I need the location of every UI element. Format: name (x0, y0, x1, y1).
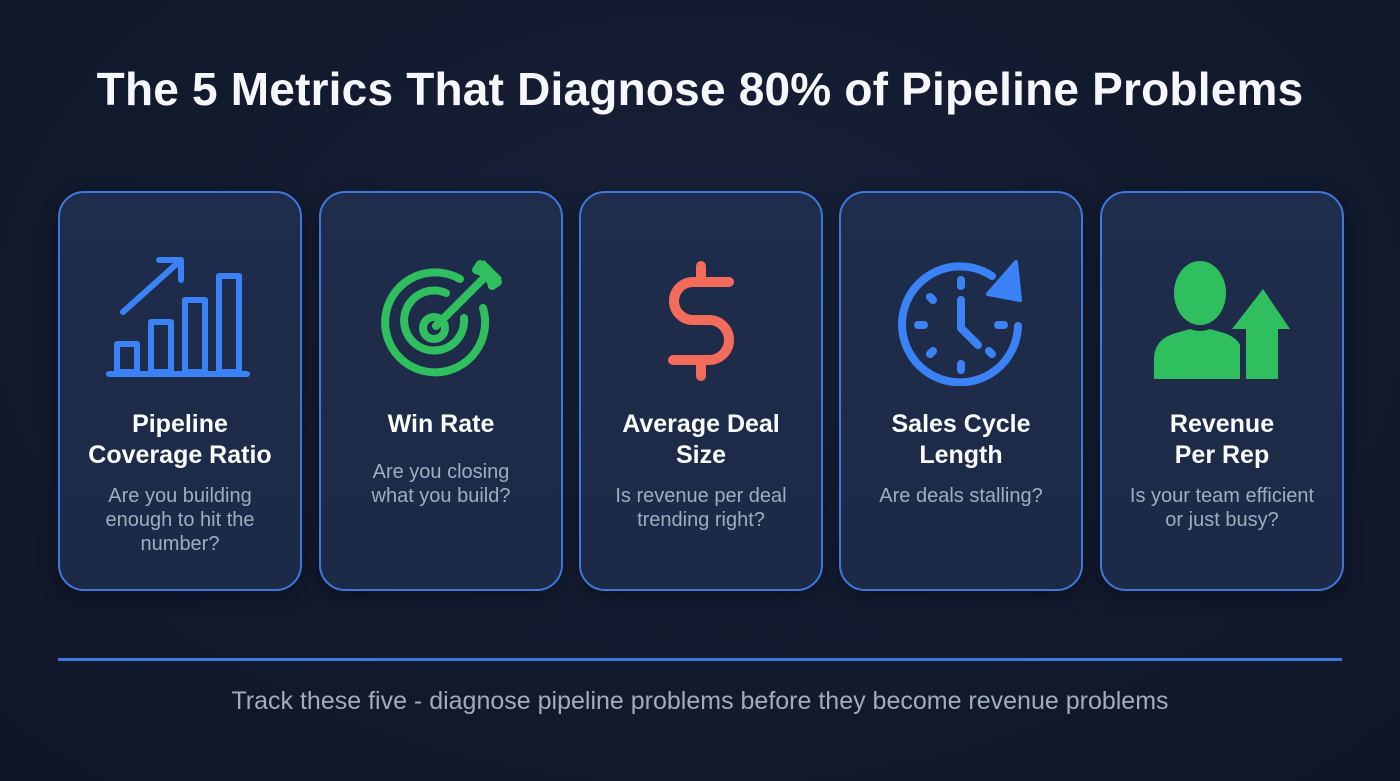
card-title: Pipeline Coverage Ratio (60, 409, 300, 471)
clock-cycle-icon (886, 251, 1036, 391)
card-title: Average Deal Size (581, 409, 821, 471)
card-description-line: number? (140, 533, 220, 555)
target-arrow-icon (366, 251, 516, 391)
card-description-line: Is your team efficient (1129, 485, 1315, 507)
card-description-line: what you build? (371, 485, 511, 507)
card-description: Is revenue per deal trending right? (601, 484, 801, 532)
card-title-line: Size (675, 441, 727, 469)
card-description-line: trending right? (637, 509, 765, 531)
card-description-line: Are you building (108, 485, 252, 507)
card-title-line: Per Rep (1174, 441, 1270, 469)
card-description-line: or just busy? (1165, 509, 1279, 531)
card-title-line: Win Rate (387, 410, 495, 438)
card-title: Revenue Per Rep (1102, 409, 1342, 471)
card-description: Are you closing what you build? (341, 460, 541, 508)
card-title-line: Coverage Ratio (88, 441, 272, 469)
card-description-line: Are deals stalling? (879, 485, 1043, 507)
metric-card-win-rate: Win Rate Are you closing what you build? (319, 191, 563, 591)
card-title-line: Revenue (1169, 410, 1275, 438)
card-description-line: Are you closing (372, 461, 510, 483)
page-title: The 5 Metrics That Diagnose 80% of Pipel… (96, 63, 1304, 115)
metric-card-average-deal-size: Average Deal Size Is revenue per deal tr… (579, 191, 823, 591)
card-title: Win Rate (321, 409, 561, 440)
card-title-line: Sales Cycle (891, 410, 1031, 438)
bar-chart-trend-up-icon (105, 251, 255, 391)
card-description-line: enough to hit the (105, 509, 255, 531)
card-title-line: Pipeline (132, 410, 228, 438)
card-description-line: Is revenue per deal (615, 485, 787, 507)
card-title-line: Length (919, 441, 1003, 469)
user-arrow-up-icon (1147, 251, 1297, 391)
card-description: Is your team efficient or just busy? (1122, 484, 1322, 532)
card-description: Are deals stalling? (861, 484, 1061, 508)
card-description: Are you building enough to hit the numbe… (80, 484, 280, 556)
card-title: Sales Cycle Length (841, 409, 1081, 471)
footer-tagline: Track these five - diagnose pipeline pro… (231, 687, 1169, 715)
divider (58, 658, 1342, 661)
card-title-line: Average Deal (622, 410, 780, 438)
metric-card-pipeline-coverage: Pipeline Coverage Ratio Are you building… (58, 191, 302, 591)
dollar-sign-icon (626, 251, 776, 391)
metric-card-revenue-per-rep: Revenue Per Rep Is your team efficient o… (1100, 191, 1344, 591)
metric-cards: Pipeline Coverage Ratio Are you building… (58, 191, 1344, 591)
metric-card-sales-cycle-length: Sales Cycle Length Are deals stalling? (839, 191, 1083, 591)
